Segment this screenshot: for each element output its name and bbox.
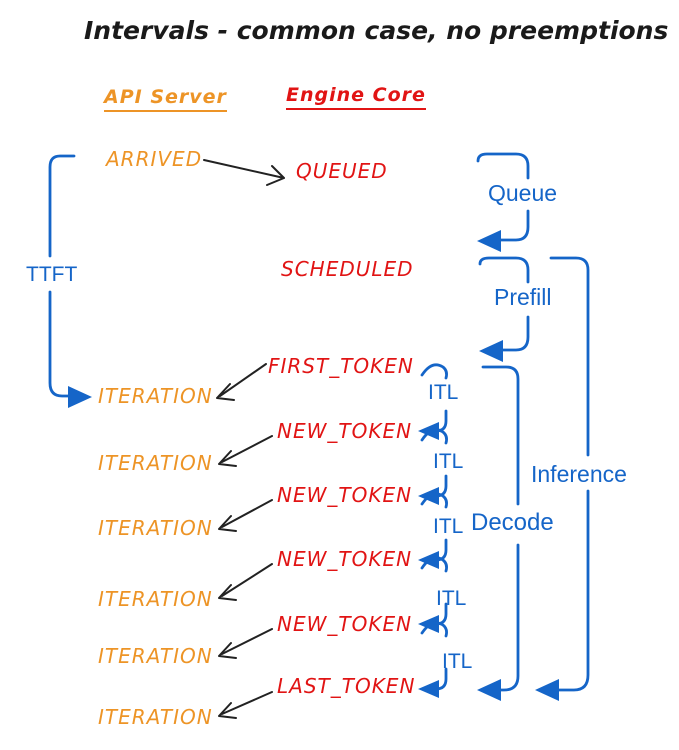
- interval-label-itl-2: ITL: [433, 450, 464, 473]
- arrow-new-token-3-to-iteration: [218, 563, 273, 601]
- event-new-token-3: NEW_TOKEN: [277, 547, 413, 571]
- inference-arrowhead-icon: [535, 679, 559, 701]
- arrow-last-token-to-iteration: [218, 691, 273, 719]
- interval-label-itl-3: ITL: [433, 515, 464, 538]
- queue-bracket: [476, 152, 530, 252]
- ttft-arrowhead-icon: [68, 386, 92, 408]
- event-last-token: LAST_TOKEN: [277, 674, 416, 698]
- interval-label-inference: Inference: [531, 461, 627, 487]
- event-scheduled: SCHEDULED: [281, 257, 414, 281]
- decode-bracket: [477, 365, 520, 701]
- arrow-new-token-2-to-iteration: [218, 499, 273, 532]
- event-first-token: FIRST_TOKEN: [268, 354, 414, 378]
- decode-arrowhead-icon: [477, 679, 501, 701]
- event-iteration-3: ITERATION: [98, 516, 213, 540]
- event-iteration-1: ITERATION: [98, 384, 213, 408]
- prefill-arrowhead-icon: [479, 340, 503, 362]
- column-header-api-server: API Server: [104, 86, 227, 112]
- arrow-new-token-1-to-iteration: [218, 435, 273, 467]
- event-arrived: ARRIVED: [106, 147, 203, 171]
- itl-arrowhead-icon: [418, 680, 439, 698]
- prefill-bracket: [478, 256, 530, 362]
- interval-label-queue: Queue: [488, 180, 558, 206]
- queue-arrowhead-icon: [477, 230, 501, 252]
- arrow-new-token-4-to-iteration: [218, 628, 273, 659]
- event-iteration-2: ITERATION: [98, 451, 213, 475]
- arrow-first-token-to-iteration: [216, 363, 267, 401]
- event-iteration-5: ITERATION: [98, 644, 213, 668]
- event-new-token-1: NEW_TOKEN: [277, 419, 413, 443]
- interval-label-decode: Decode: [471, 509, 554, 536]
- event-queued: QUEUED: [296, 159, 388, 183]
- ttft-bracket: [48, 154, 92, 408]
- inference-bracket: [535, 256, 590, 701]
- itl-marker-5: [418, 621, 448, 698]
- interval-label-itl-1: ITL: [428, 381, 459, 404]
- page-title: Intervals - common case, no preemptions: [84, 16, 669, 45]
- event-new-token-4: NEW_TOKEN: [277, 612, 413, 636]
- event-iteration-4: ITERATION: [98, 587, 213, 611]
- arrow-arrived-to-queued: [203, 159, 285, 186]
- interval-label-ttft: TTFT: [26, 263, 78, 286]
- interval-label-itl-5: ITL: [442, 650, 473, 673]
- column-header-engine-core: Engine Core: [286, 84, 426, 110]
- interval-label-itl-4: ITL: [436, 587, 467, 610]
- event-iteration-6: ITERATION: [98, 705, 213, 729]
- event-new-token-2: NEW_TOKEN: [277, 483, 413, 507]
- interval-label-prefill: Prefill: [494, 284, 552, 310]
